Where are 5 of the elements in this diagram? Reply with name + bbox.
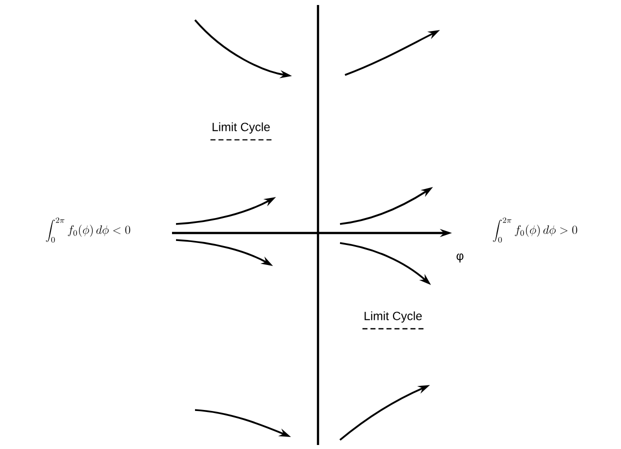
integral-formula: $\displaystyle\int_0^{2\pi} f_0(\phi)\,d\phi < 0$ bbox=[46, 217, 130, 243]
limit-cycle-label: Limit Cycle bbox=[210, 122, 272, 140]
integral-formula: $\displaystyle\int_0^{2\pi} f_0(\phi)\,d\phi > 0$ bbox=[492, 217, 578, 243]
limit-cycle-label: Limit Cycle bbox=[362, 311, 424, 330]
axis-label: φ bbox=[456, 254, 464, 262]
